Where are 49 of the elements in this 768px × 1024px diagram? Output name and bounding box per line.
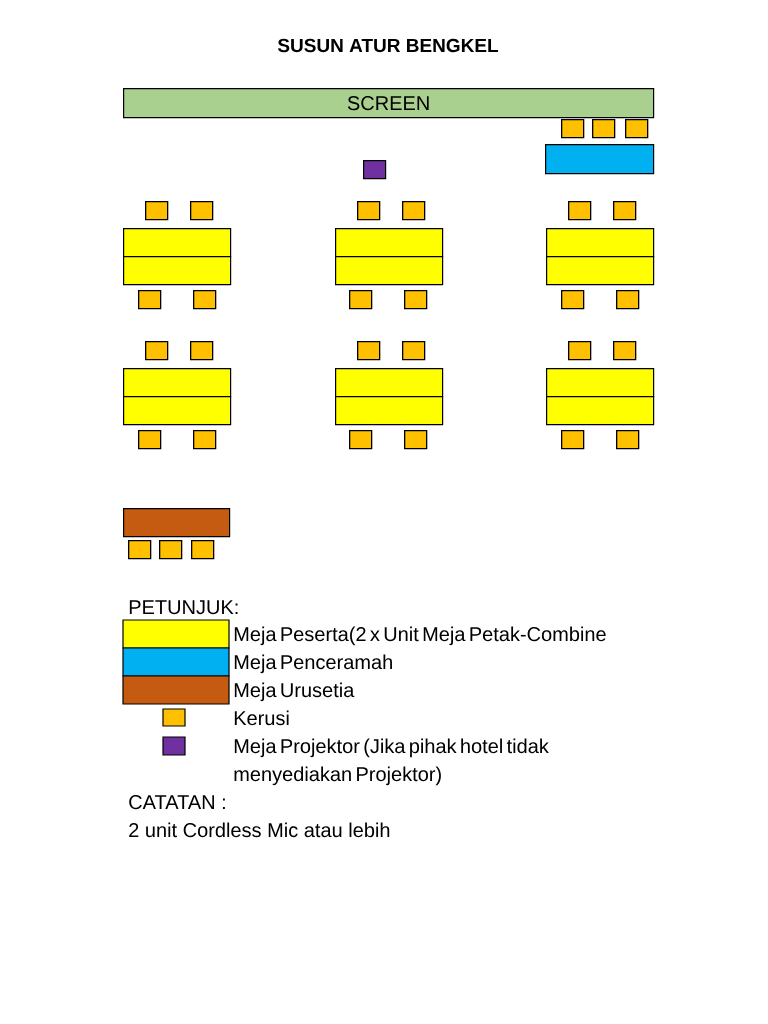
participant-table <box>334 368 444 426</box>
chair <box>128 540 152 560</box>
chair <box>138 430 162 450</box>
chair <box>616 290 640 310</box>
chair <box>193 430 217 450</box>
participant-table <box>334 228 444 286</box>
title: SUSUN ATUR BENGKEL <box>277 38 499 53</box>
chair <box>191 540 215 560</box>
chair <box>190 201 214 221</box>
note-heading: CATATAN : <box>129 795 225 810</box>
chair <box>145 341 169 361</box>
legend-label: Meja Peserta(2 x Unit Meja Petak-Combine <box>234 626 606 646</box>
chair <box>561 430 585 450</box>
chair <box>145 201 169 221</box>
legend-heading: PETUNJUK: <box>129 600 238 615</box>
secretariat-table <box>123 508 231 538</box>
screen-box: SCREEN <box>123 88 655 119</box>
chair <box>404 430 428 450</box>
chair <box>592 119 616 139</box>
chair <box>349 290 373 310</box>
participant-table <box>545 368 655 426</box>
chair <box>616 430 640 450</box>
legend-label: Meja Projektor (Jika pihak hotel tidak menyediakan Projektor) <box>234 738 549 786</box>
note: 2 unit Cordless Mic atau lebih <box>129 822 390 838</box>
chair <box>402 201 426 221</box>
chair <box>193 290 217 310</box>
legend-label: Kerusi <box>234 710 289 726</box>
chair <box>349 430 373 450</box>
chair <box>561 119 585 139</box>
chair <box>190 341 214 361</box>
chair <box>625 119 649 139</box>
chair <box>613 341 637 361</box>
chair <box>357 341 381 361</box>
chair <box>138 290 162 310</box>
chair <box>357 201 381 221</box>
chair <box>404 290 428 310</box>
participant-table <box>122 228 232 286</box>
chair <box>568 201 592 221</box>
chair <box>561 290 585 310</box>
projector-table <box>363 160 387 180</box>
chair <box>402 341 426 361</box>
participant-table <box>122 368 232 426</box>
lecturer-table <box>545 144 655 175</box>
chair <box>568 341 592 361</box>
legend-label: Meja Penceramah <box>234 654 392 674</box>
participant-table <box>545 228 655 286</box>
chair <box>159 540 183 560</box>
chair <box>613 201 637 221</box>
legend-label: Meja Urusetia <box>234 682 355 702</box>
